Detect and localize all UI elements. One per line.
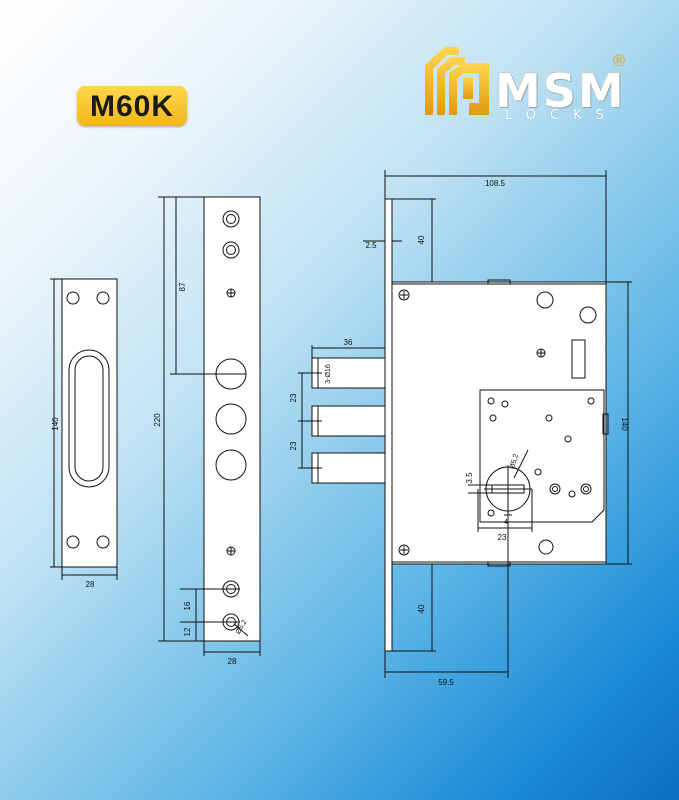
- brand-name: MSM: [495, 64, 626, 118]
- model-title: M60K: [89, 90, 175, 123]
- dimension-labels: 140 28 220 87 16 12 Ø5.2 28 108.5 40 2.5…: [51, 179, 629, 687]
- bolt-pitch-2-label: 23: [289, 441, 298, 450]
- strike-plate: [50, 278, 118, 580]
- bolt-spec-label: 3-Ø16: [325, 364, 332, 384]
- body-height-label: 140: [620, 417, 629, 431]
- faceplate: [158, 196, 261, 656]
- faceplate-top-offset-label: 87: [178, 282, 187, 291]
- top-faceplate-label: 40: [417, 235, 426, 244]
- bolt-pitch-1-label: 23: [289, 393, 298, 402]
- cylinder-inner-label: 4: [504, 519, 508, 526]
- faceplate-hole-spacing-label: 16: [183, 601, 192, 610]
- registered-mark: ®: [611, 51, 627, 70]
- bottom-faceplate-label: 40: [417, 604, 426, 613]
- lock-body: [298, 170, 632, 678]
- faceplate-width-label: 28: [228, 657, 237, 666]
- brand-logo-icon: [425, 47, 489, 115]
- model-badge: M60K: [77, 86, 187, 126]
- faceplate-height-label: 220: [153, 413, 162, 427]
- cylinder-width-label: 23: [498, 533, 507, 542]
- faceplate-bottom-offset-label: 12: [183, 627, 192, 636]
- faceplate-thickness-label: 2.5: [365, 241, 377, 250]
- backset-label: 59.5: [438, 678, 454, 687]
- body-width-label: 108.5: [485, 179, 506, 188]
- cylinder-offset-label: 3.5: [465, 472, 474, 484]
- brand-subtitle: LOCKS: [505, 108, 618, 123]
- strike-width-label: 28: [86, 580, 95, 589]
- strike-height-label: 140: [51, 417, 60, 431]
- cylinder-screw-label: Ø5.2: [509, 453, 520, 470]
- bolt-throw-label: 36: [344, 338, 353, 347]
